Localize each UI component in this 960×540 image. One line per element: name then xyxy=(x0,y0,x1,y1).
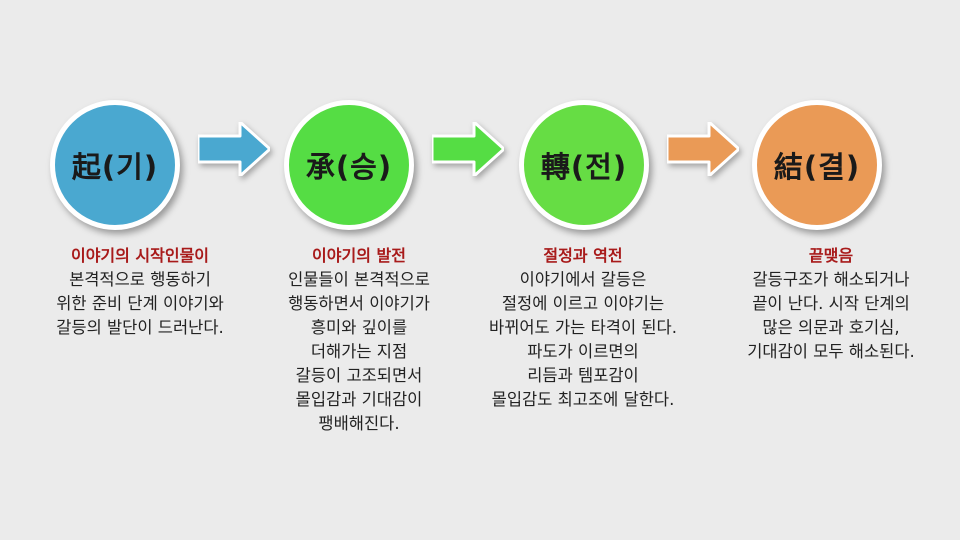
stage-description-4: 끝맺음 갈등구조가 해소되거나 끝이 난다. 시작 단계의 많은 의문과 호기심… xyxy=(716,244,946,364)
arrow-right-icon-1 xyxy=(198,122,270,176)
stage-text-line: 행동하면서 이야기가 xyxy=(288,294,430,313)
stage-text-line: 리듬과 템포감이 xyxy=(527,366,639,385)
stage-text-line: 더해가는 지점 xyxy=(310,342,408,361)
stage-text-line: 갈등의 발단이 드러난다. xyxy=(56,318,224,337)
stage-label-3: 轉(전) xyxy=(540,150,628,184)
stage-text-line: 몰입감과 기대감이 xyxy=(295,390,423,409)
stage-text-line: 파도가 이르면의 xyxy=(527,342,639,361)
stage-text-line: 인물들이 본격적으로 xyxy=(288,270,430,289)
stage-label-1: 起(기) xyxy=(71,150,159,184)
stage-description-3: 절정과 역전 이야기에서 갈등은 절정에 이르고 이야기는 바뀌어도 가는 타격… xyxy=(468,244,698,412)
stage-heading-3: 절정과 역전 xyxy=(543,246,623,265)
stage-circle-4: 結(결) xyxy=(752,100,882,230)
stage-text-line: 위한 준비 단계 이야기와 xyxy=(56,294,224,313)
stage-description-2: 이야기의 발전 인물들이 본격적으로 행동하면서 이야기가 흥미와 깊이를 더해… xyxy=(244,244,474,436)
stage-text-line: 많은 의문과 호기심, xyxy=(762,318,900,337)
arrow-right-icon-2 xyxy=(432,122,504,176)
stage-heading-2: 이야기의 발전 xyxy=(312,246,406,265)
stage-label-4: 結(결) xyxy=(773,150,861,184)
stage-text-line: 흥미와 깊이를 xyxy=(310,318,408,337)
stage-text-line: 본격적으로 행동하기 xyxy=(69,270,211,289)
stage-description-1: 이야기의 시작인물이 본격적으로 행동하기 위한 준비 단계 이야기와 갈등의 … xyxy=(25,244,255,340)
stage-text-line: 끝이 난다. 시작 단계의 xyxy=(752,294,910,313)
arrow-right-icon-3 xyxy=(667,122,739,176)
stage-label-2: 承(승) xyxy=(305,150,393,184)
stage-text-line: 팽배해진다. xyxy=(318,414,400,433)
stage-text-line: 절정에 이르고 이야기는 xyxy=(501,294,665,313)
stage-circle-3: 轉(전) xyxy=(519,100,649,230)
stage-heading-4: 끝맺음 xyxy=(808,246,854,265)
stage-heading-1: 이야기의 시작인물이 xyxy=(70,246,210,265)
stage-text-line: 갈등구조가 해소되거나 xyxy=(752,270,910,289)
stage-text-line: 갈등이 고조되면서 xyxy=(295,366,423,385)
stage-text-line: 바뀌어도 가는 타격이 된다. xyxy=(489,318,677,337)
stage-circle-1: 起(기) xyxy=(50,100,180,230)
stage-text-line: 이야기에서 갈등은 xyxy=(519,270,647,289)
stage-circle-2: 承(승) xyxy=(284,100,414,230)
stage-text-line: 몰입감도 최고조에 달한다. xyxy=(491,390,675,409)
stage-text-line: 기대감이 모두 해소된다. xyxy=(747,342,915,361)
